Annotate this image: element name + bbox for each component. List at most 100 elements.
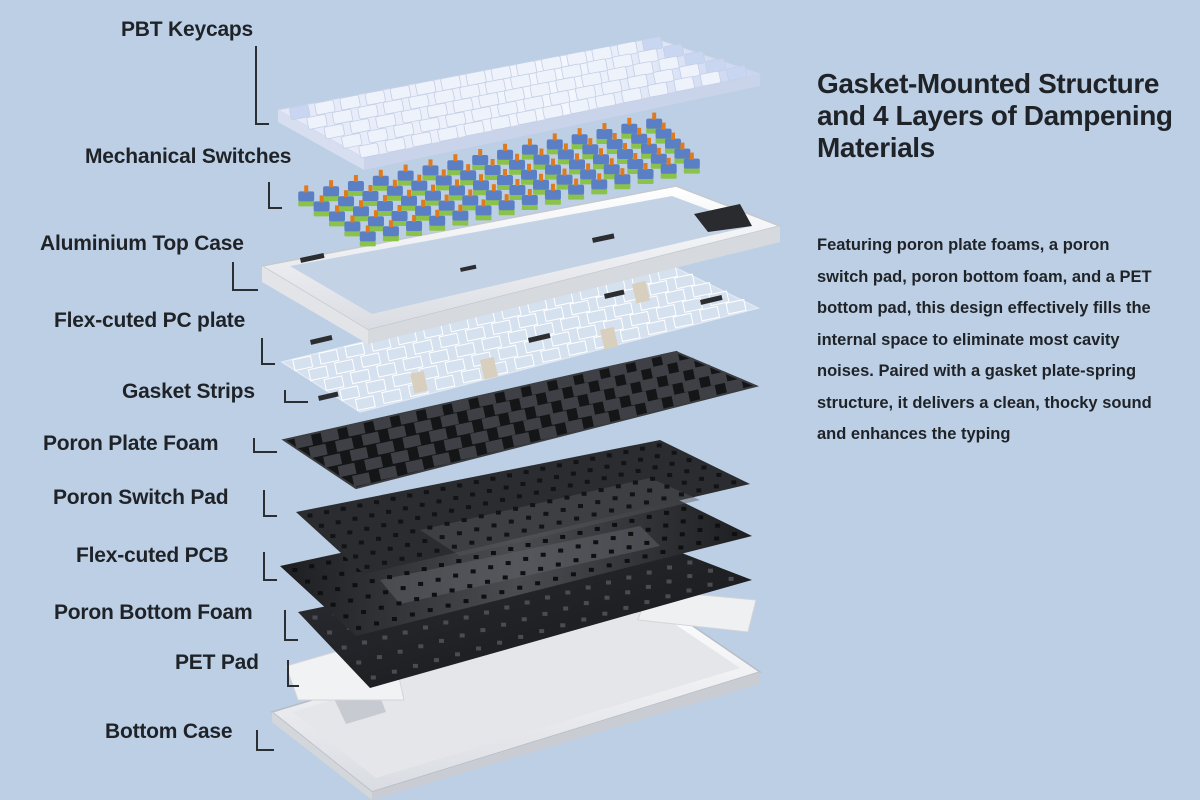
pcb-hole [379,606,384,610]
switch-pad-hole [520,482,525,486]
label-gasket-strips: Gasket Strips [122,380,255,404]
switch-pad-hole [457,531,462,535]
switch-pad-hole [526,516,531,520]
switch-pad-hole [640,447,645,451]
pcb-hole [643,554,648,558]
switch-pad-hole [585,480,590,484]
switch-pad-hole [534,491,539,495]
switch-pad-hole [626,504,631,508]
bottom-foam-hole [626,576,631,580]
switch-pad-hole [590,457,595,461]
pcb-hole [439,563,444,567]
pcb-hole [387,575,392,579]
label-poron-plate-foam: Poron Plate Foam [43,432,218,456]
switch-pad-hole [341,507,346,511]
bottom-foam-hole [398,650,403,654]
switch-pad-hole [500,498,505,502]
description: Featuring poron plate foams, a poron swi… [817,230,1157,451]
pcb-hole [535,581,540,585]
switch-pad-hole [369,513,374,517]
switch-pad-hole [638,458,643,462]
switch-pad-hole [324,510,329,514]
switch-pad-hole [466,505,471,509]
switch-pad-hole [561,508,566,512]
pcb-hole [436,578,441,582]
pcb-hole [366,594,371,598]
pcb-hole [678,545,683,549]
pcb-hole [576,544,581,548]
switch-pad-hole [417,553,422,557]
pcb-hole [647,515,652,519]
switch-pad-hole [540,467,545,471]
switch-pad-hole [539,525,544,529]
pcb-hole [383,590,388,594]
switch-pad-hole [650,477,655,481]
bottom-foam-hole [584,601,589,605]
pcb-hole [520,571,525,575]
switch-pad-hole [699,477,704,481]
switch-pad-hole [543,512,548,516]
pcb-hole [322,576,327,580]
pcb-hole [715,524,720,528]
switch-pad-hole [407,493,412,497]
bottom-foam-hole [413,664,418,668]
switch-pad-hole [602,476,607,480]
pcb-hole [361,610,366,614]
bottom-foam-hole [686,589,691,593]
pcb-hole [335,587,340,591]
switch-pad-hole [436,499,441,503]
bottom-foam-hole [464,616,469,620]
pcb-hole [629,519,634,523]
pcb-hole [343,614,348,618]
switch-pad-hole [420,503,425,507]
switch-pad-hole [364,527,369,531]
pcb-hole [681,519,686,523]
pcb-hole [404,571,409,575]
pcb-hole [625,559,630,563]
pcb-hole [646,528,651,532]
pcb-hole [541,553,546,557]
bottom-foam-hole [605,596,610,600]
switch-pad-hole [517,494,522,498]
bottom-foam-hole [586,586,591,590]
pcb-hole [474,555,479,559]
switch-pad-hole [504,533,509,537]
pcb-hole [318,591,323,595]
label-pbt-keycaps: PBT Keycaps [121,18,253,42]
switch-pad-hole [574,460,579,464]
switch-pad-hole [716,473,721,477]
pcb-hole [558,549,563,553]
pcb-hole [612,523,617,527]
bottom-foam-hole [687,561,692,565]
bottom-foam-hole [667,566,672,570]
switch-pad-hole [661,496,666,500]
bottom-foam-hole [539,629,544,633]
switch-pad-hole [551,487,556,491]
pcb-hole [491,551,496,555]
switch-pad-hole [599,488,604,492]
bottom-foam-hole [518,635,523,639]
switch-pad-hole [557,463,562,467]
bottom-foam-hole [647,571,652,575]
bottom-foam-hole [434,658,439,662]
pcb-hole [352,583,357,587]
switch-pad-hole [445,522,450,526]
switch-pad-hole [410,529,415,533]
pcb-hole [714,537,719,541]
pcb-hole [523,557,528,561]
pcb-hole [331,603,336,607]
bottom-foam-hole [313,616,318,620]
switch-pad-hole [684,469,689,473]
switch-pad-hole [483,502,488,506]
bottom-foam-hole [356,661,361,665]
pcb-hole [543,539,548,543]
switch-pad-hole [342,544,347,548]
switch-pad-hole [530,503,535,507]
pcb-hole [418,582,423,586]
pcb-hole [517,586,522,590]
switch-pad-hole [496,511,501,515]
switch-pad-hole [537,479,542,483]
switch-pad-hole [568,483,573,487]
switch-pad-hole [657,443,662,447]
switch-pad-hole [441,487,446,491]
